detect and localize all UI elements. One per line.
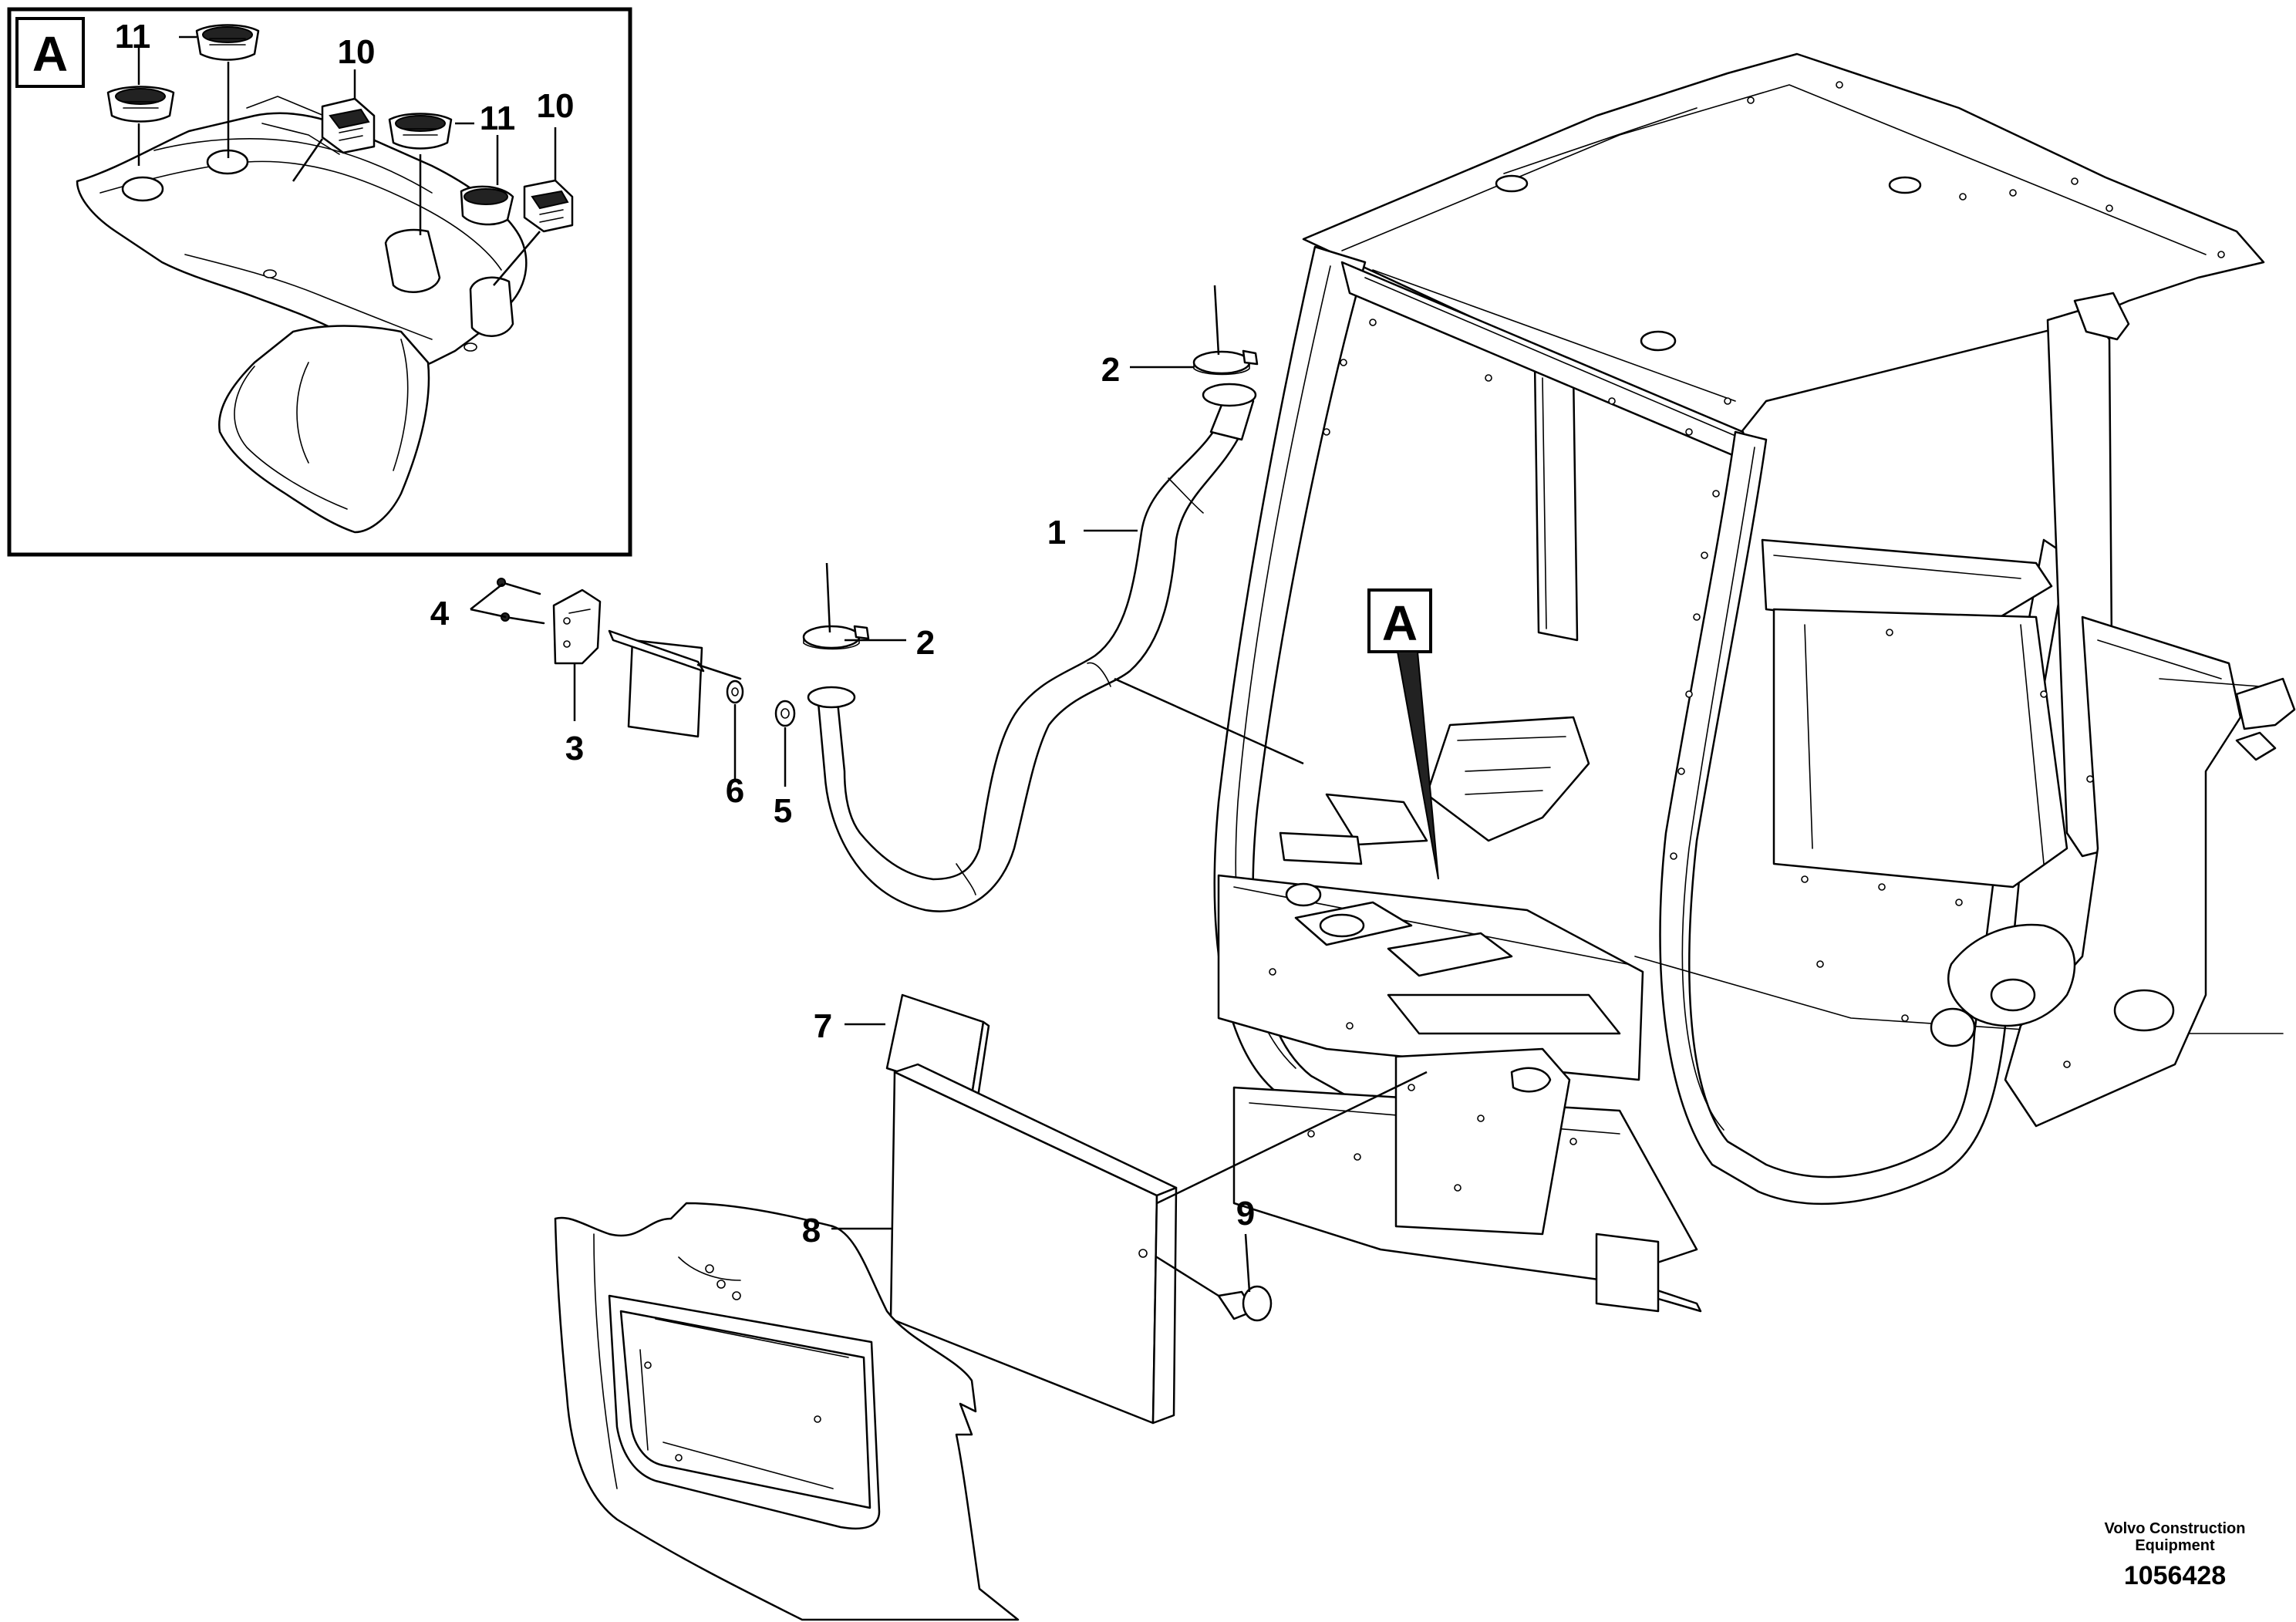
detail-label-box: [15, 17, 85, 88]
document-holder-8: [889, 1063, 1178, 1425]
air-duct-drawing: [76, 96, 528, 534]
detail-view-a: A: [7, 7, 632, 557]
washer-6: [726, 679, 744, 704]
vent-11-lower: [460, 185, 514, 226]
vent-10-upper: [321, 97, 376, 154]
detail-ref-label: A: [1382, 595, 1418, 651]
washer-5: [774, 700, 796, 727]
callout-9: 9: [1236, 1195, 1255, 1233]
detail-label: A: [32, 26, 68, 82]
credit-line-1: Volvo Construction: [2105, 1520, 2246, 1537]
callout-8: 8: [802, 1212, 821, 1249]
bracket-3: [552, 588, 602, 665]
frame-holes: [1269, 319, 2094, 1192]
callout-4: 4: [430, 595, 450, 632]
vent-11-left: [106, 86, 175, 123]
callout-10-upper: 10: [338, 33, 376, 71]
callout-5: 5: [774, 792, 792, 830]
callout-3: 3: [565, 730, 584, 767]
callout-10-lower: 10: [537, 87, 575, 125]
credit-line-2: Equipment: [2135, 1537, 2215, 1554]
callout-7: 7: [814, 1007, 832, 1045]
vent-11-middle: [388, 113, 453, 150]
leader-lines: [470, 285, 1428, 1293]
hose-assembly: [802, 349, 1259, 912]
document-number: 1056428: [2124, 1561, 2226, 1590]
vent-11-upper: [195, 24, 260, 61]
callout-2-lower: 2: [916, 624, 935, 662]
flag-plate: [608, 629, 742, 738]
detail-reference-a: A: [1367, 588, 1439, 880]
callout-2-upper: 2: [1101, 351, 1120, 389]
callout-6: 6: [726, 772, 744, 810]
clip-9: [1155, 1256, 1273, 1322]
side-trim-panel: [554, 1202, 1020, 1621]
callout-11-lower: 11: [480, 99, 516, 137]
callout-11-upper: 11: [115, 18, 151, 56]
cab-frame-drawing: [1213, 52, 2296, 1313]
callout-1: 1: [1047, 514, 1066, 551]
